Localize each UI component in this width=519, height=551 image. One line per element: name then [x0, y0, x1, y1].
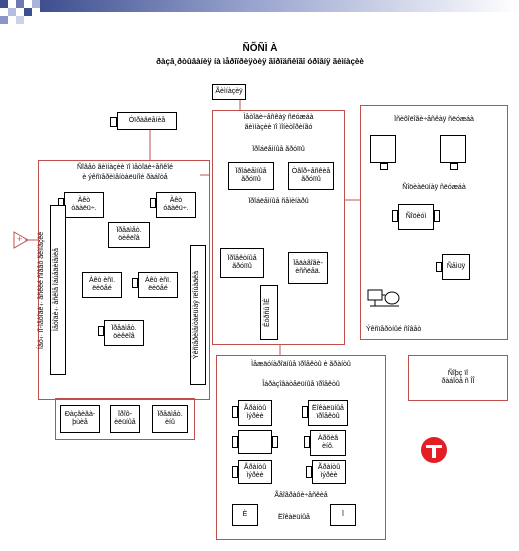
- right-caption: Ñîöèàëüíàÿ ñëóæáà: [402, 184, 466, 191]
- left-box-top-left: Àêò óäàëü÷.: [64, 192, 104, 218]
- bottom-caption-2: Ëîêàëüíûå: [278, 514, 310, 521]
- right-box-top-right-tab: [450, 163, 458, 170]
- bottom-box-6-tab: [306, 466, 312, 478]
- right-group-frame: [360, 105, 508, 340]
- left-group-frame: [38, 160, 210, 400]
- center-box-left: Ïðîáëåìíûå ãðóïïû: [228, 162, 274, 190]
- bottom-box-2: Ëîêàëüíûå ïðîåêòû: [308, 400, 348, 426]
- bottom-small-box-1: È: [232, 504, 258, 526]
- center-box-bottom-left: Ïðîåêòíûå ãðóïïû: [220, 248, 264, 278]
- right-vertical-box: [190, 245, 206, 385]
- left-vertical-label-outer: Íàó÷íî-ìåòîäè÷åñêèé ñîâåò ãèìíàçèè: [38, 231, 45, 349]
- right-box-small-tab: [436, 262, 442, 272]
- bottom-box-3-tab-left: [232, 436, 238, 448]
- left-box-middle: Ïðåäìåò. öèêëîâ: [108, 222, 150, 248]
- decorative-pattern: [0, 0, 519, 24]
- left-box-top-right-tab: [150, 198, 156, 208]
- right-box-middle: Ñîöèóì: [398, 204, 434, 230]
- plus-arrow-icon: +: [17, 234, 23, 244]
- right-box-small: Ñåìüÿ: [442, 254, 470, 280]
- right-box-middle-tab-left: [392, 210, 398, 222]
- left-group-title-1: Ñîâåò ãèìíàçèè ïî ìåòîäè÷åñêîé: [76, 164, 174, 171]
- node-gymnasium: Ãèìíàçèÿ: [212, 84, 246, 100]
- right-box-middle-tab-right: [434, 210, 440, 222]
- bottom-box-5-tab: [232, 466, 238, 478]
- bottom-box-4-tab: [304, 436, 310, 448]
- bottom-title-2: Îáðàçîâàòåëüíûå ïðîåêòû: [262, 381, 340, 388]
- left-group-title-2: è ýêñïåðèìåíòàëüíîé ðàáîòå: [82, 174, 168, 181]
- left-footer-box-1: Ðàçâèâà- þùèå: [60, 405, 100, 433]
- center-box-right: Òâîð÷åñêèå ãðóïïû: [288, 162, 334, 190]
- right-group-title: Ïñèõîëîãè÷åñêàÿ ñëóæáà: [394, 116, 474, 123]
- right-caption-bottom: Ýêñïåðòíûé ñîâåò: [366, 326, 422, 333]
- bottom-box-5: Ãðàíòû ìýðèè: [238, 460, 272, 484]
- left-footer-box-3: Ïðåäìåò. èíû: [152, 405, 188, 433]
- bottom-caption: Ãåîãðàôè÷åñêèå: [274, 492, 328, 499]
- bottom-group-frame: [216, 355, 386, 540]
- left-footer-frame: [55, 398, 195, 440]
- expert-council-icon: [367, 289, 400, 307]
- left-box-bottom-tab: [98, 326, 104, 336]
- right-vertical-label: Ýêñïåðèìåíòàëüíàÿ ïëîùàäêà: [193, 271, 200, 359]
- diagram-title: ÑÕÑÌ À: [242, 43, 278, 54]
- right-box-top-left-tab: [380, 163, 388, 170]
- left-vertical-label-inner: Ìåòîäè÷åñêîå îáúåäèíåíèå: [53, 248, 60, 332]
- bottom-box-2-tab: [302, 406, 308, 418]
- right-note-frame: Ñîþç ïî ðàáîòå ñ ÎÎ: [408, 355, 508, 401]
- left-box-bottom: Ïðåäìåò. öèêëîâ: [104, 320, 144, 346]
- bottom-box-6: Ãðàíòû ìýðèè: [312, 460, 346, 484]
- management-tab: [110, 117, 117, 127]
- bottom-box-4: Àðõèâ èíô.: [310, 430, 346, 456]
- logo-icon: [421, 437, 447, 463]
- center-group-frame: [212, 110, 345, 345]
- left-vertical-box: [50, 205, 66, 375]
- right-box-top-left: [370, 135, 396, 163]
- center-caption-2: Ïðîáëåìíûå ñåìèíàðû: [248, 198, 309, 205]
- left-box-middle-left: Àêò èñï. ëèöåé: [82, 272, 122, 298]
- center-vertical-label: Êóðñû ÏÊ: [264, 298, 271, 327]
- center-caption-1: Ïðîáëåìíûå ãðóïïû: [252, 146, 305, 153]
- bottom-box-3: [238, 430, 272, 454]
- node-management: Óïðàâëåíèå: [117, 112, 177, 130]
- left-box-top-right: Àêò óäàëü÷.: [156, 192, 196, 218]
- bottom-box-1-tab: [232, 406, 238, 418]
- diagram-subtitle: ðàçâ¸ðòûâàíèÿ íà ìåðîïðèÿòèÿ ãîðîäñêîãî …: [156, 57, 364, 66]
- bottom-box-3-tab-right: [272, 436, 278, 448]
- center-group-title-2: ãèìíàçèè ïî ìîíèòîðèíãó: [244, 124, 313, 131]
- left-footer-box-2: Ïðîô- èëüíûå: [110, 405, 140, 433]
- bottom-title-1: Ìåæäóíàðîäíûå ïðîåêòû è ãðàíòû: [251, 361, 351, 368]
- center-group-title-1: Ìåòîäè÷åñêàÿ ñëóæáà: [243, 114, 314, 121]
- center-box-bottom-right: Ïåäàãîãè- èññëåä.: [288, 252, 328, 284]
- right-box-top-right: [440, 135, 466, 163]
- bottom-small-box-2: Ï: [330, 504, 356, 526]
- left-box-middle-right-tab: [132, 278, 138, 288]
- center-vertical-box: [260, 285, 278, 340]
- left-box-middle-right: Àêò èñï. ëèöåé: [138, 272, 178, 298]
- bottom-box-1: Ãðàíòû ìýðèè: [238, 400, 272, 426]
